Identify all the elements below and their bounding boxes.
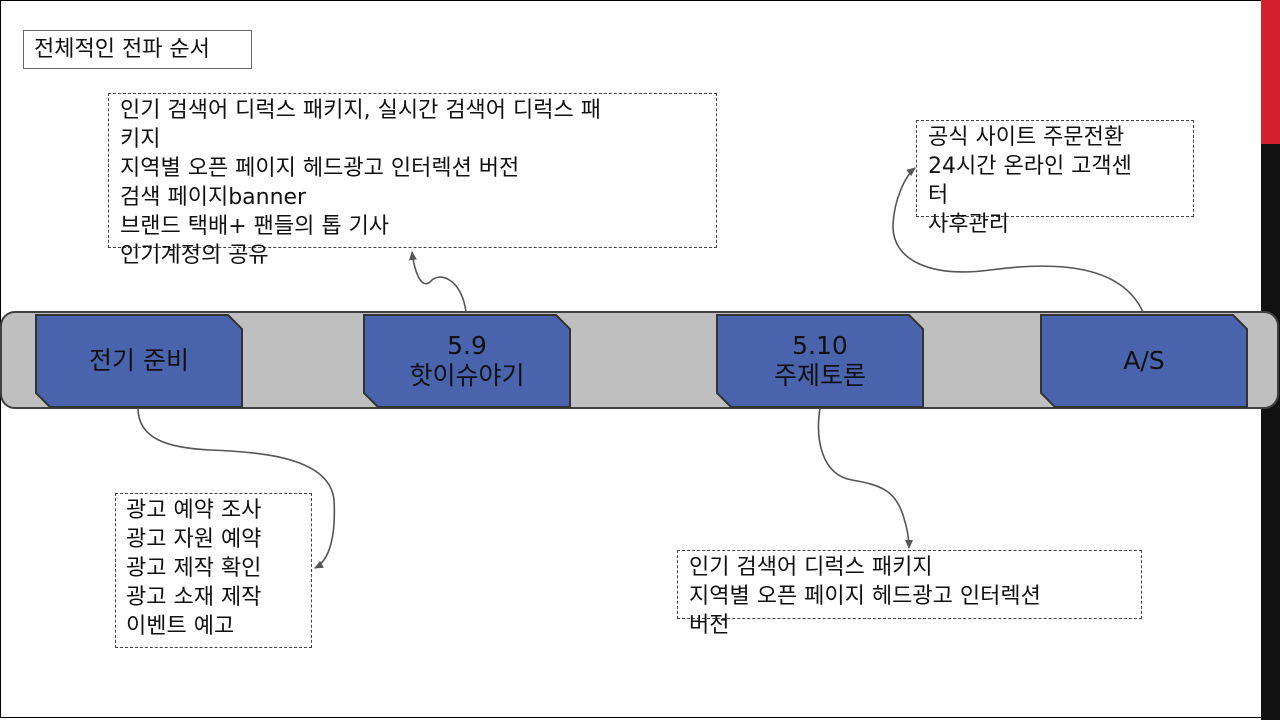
slide-title: 전체적인 전파 순서 xyxy=(23,30,252,69)
stage-shape-after-service xyxy=(1040,314,1248,408)
stage-label-after-service: A/S xyxy=(1123,346,1165,375)
stage-shape-preparation xyxy=(35,314,243,408)
stage-label-preparation: 전기 준비 xyxy=(89,346,189,375)
stage-label-hot-issue: 5.9 핫이슈야기 xyxy=(409,331,525,390)
connector-discussion xyxy=(817,407,913,549)
accent-bar-black xyxy=(1261,144,1280,720)
timeline-bar xyxy=(0,311,1279,409)
stage-shape-discussion xyxy=(716,314,924,408)
accent-bar-red xyxy=(1261,0,1280,144)
connector-after-service xyxy=(892,167,1144,313)
note-discussion: 인기 검색어 디럭스 패키지 지역별 오픈 페이지 헤드광고 인터렉션 버전 xyxy=(677,550,1142,638)
note-after-service: 공식 사이트 주문전환 24시간 온라인 고객센 터 사후관리 xyxy=(916,120,1194,237)
stage-label-discussion: 5.10 주제토론 xyxy=(773,331,866,390)
stage-shape-hot-issue xyxy=(363,314,571,408)
connector-preparation xyxy=(137,407,336,569)
note-preparation: 광고 예약 조사 광고 자원 예약 광고 제작 확인 광고 소재 제작 이벤트 … xyxy=(115,493,312,648)
connector-hot-issue xyxy=(409,251,467,313)
note-hot-issue: 인기 검색어 디럭스 패키지, 실시간 검색어 디럭스 패 키지 지역별 오픈 … xyxy=(108,93,717,268)
